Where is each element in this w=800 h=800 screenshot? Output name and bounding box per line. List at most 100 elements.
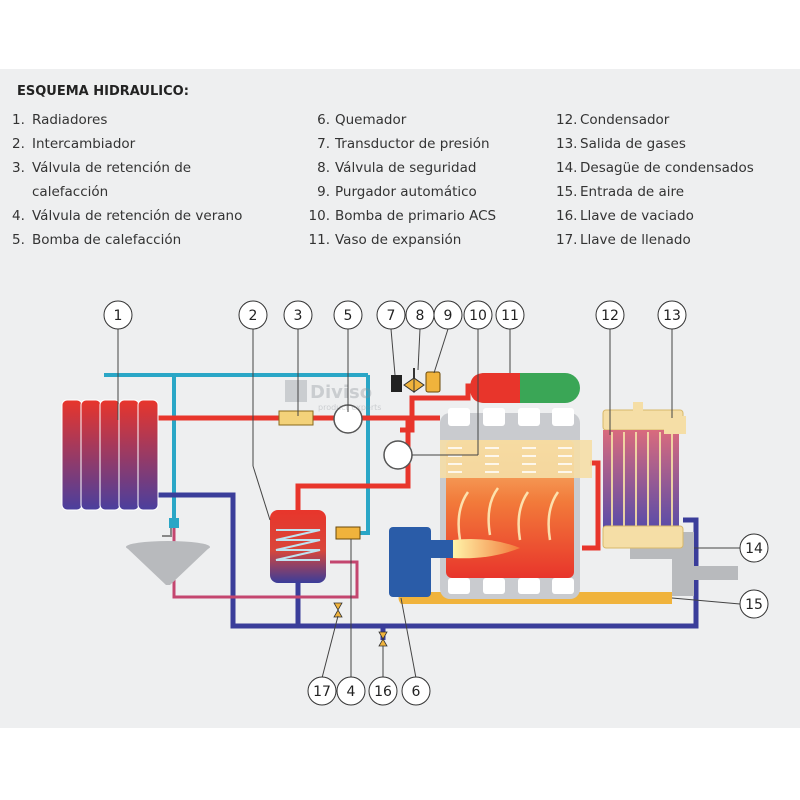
callout-10-text: 10 bbox=[469, 308, 487, 324]
legend-label: Condensador bbox=[580, 112, 670, 128]
legend-label: Quemador bbox=[335, 112, 407, 128]
legend-label: Intercambiador bbox=[32, 136, 136, 152]
legend-item: 12.Condensador bbox=[556, 108, 796, 132]
callout-5-text: 5 bbox=[344, 308, 353, 324]
legend-label: Llave de llenado bbox=[580, 232, 691, 248]
legend-label: Desagüe de condensados bbox=[580, 160, 754, 176]
callout-8: 8 bbox=[405, 300, 435, 330]
legend-label: Transductor de presión bbox=[335, 136, 490, 152]
watermark-brand: Diviso bbox=[310, 382, 372, 403]
legend-item: 9.Purgador automático bbox=[308, 180, 548, 204]
callout-5: 5 bbox=[333, 300, 363, 330]
watermark: Diviso product experts bbox=[285, 380, 381, 412]
callout-7: 7 bbox=[376, 300, 406, 330]
heating-check-valve bbox=[278, 410, 314, 426]
callout-4-text: 4 bbox=[347, 684, 356, 700]
fill-pipes bbox=[172, 528, 359, 599]
legend-label: Purgador automático bbox=[335, 184, 477, 200]
callout-16-text: 16 bbox=[374, 684, 392, 700]
legend-number: 6. bbox=[317, 112, 330, 128]
legend-label: Entrada de aire bbox=[580, 184, 685, 200]
burner bbox=[389, 527, 520, 597]
legend-number: 8. bbox=[317, 160, 330, 176]
callout-12: 12 bbox=[595, 300, 625, 330]
callout-2: 2 bbox=[238, 300, 268, 330]
expansion-vessel-water-side bbox=[470, 373, 520, 403]
legend-column-3: 12.Condensador 13.Salida de gases 14.Des… bbox=[556, 108, 796, 252]
legend-item: 13.Salida de gases bbox=[556, 132, 796, 156]
callout-8-text: 8 bbox=[416, 308, 425, 324]
callout-1: 1 bbox=[103, 300, 133, 330]
callout-10: 10 bbox=[463, 300, 493, 330]
callout-1-text: 1 bbox=[114, 308, 123, 324]
legend-number: 13. bbox=[556, 136, 578, 152]
callout-12-text: 12 bbox=[601, 308, 619, 324]
legend-column-2: 6. Quemador 7. Transductor de presión 8. Vá… bbox=[308, 108, 548, 252]
callout-4: 4 bbox=[336, 676, 366, 706]
callout-17: 17 bbox=[307, 676, 337, 706]
callout-3-text: 3 bbox=[294, 308, 303, 324]
callout-14-text: 14 bbox=[745, 541, 763, 557]
condenser bbox=[602, 402, 684, 549]
pressure-transducer bbox=[391, 375, 402, 392]
legend-item: 4.Válvula de retención de verano bbox=[12, 204, 252, 228]
legend-number: 16. bbox=[556, 208, 578, 224]
callout-7-text: 7 bbox=[387, 308, 396, 324]
heat-exchanger bbox=[270, 510, 326, 583]
legend-number: 3. bbox=[12, 160, 25, 176]
legend-item: 8. Válvula de seguridad bbox=[308, 156, 548, 180]
legend-item: 10.Bomba de primario ACS bbox=[308, 204, 548, 228]
watermark-tagline: product experts bbox=[318, 403, 381, 412]
legend-number: 11. bbox=[308, 232, 330, 248]
legend-label: Bomba de primario ACS bbox=[335, 208, 497, 224]
legend-label: Radiadores bbox=[32, 112, 108, 128]
legend-item: 1. Radiadores bbox=[12, 108, 252, 132]
callout-13-text: 13 bbox=[663, 308, 681, 324]
legend-item: 14.Desagüe de condensados bbox=[556, 156, 796, 180]
legend-label: Válvula de seguridad bbox=[335, 160, 477, 176]
tap-and-basin bbox=[126, 518, 210, 585]
fill-valve bbox=[333, 602, 343, 618]
legend-number: 5. bbox=[12, 232, 25, 248]
safety-valve bbox=[403, 368, 425, 393]
legend-number: 17. bbox=[556, 232, 578, 248]
dhw-primary-pump bbox=[383, 440, 413, 470]
callout-16: 16 bbox=[368, 676, 398, 706]
legend-number: 2. bbox=[12, 136, 25, 152]
callout-9: 9 bbox=[433, 300, 463, 330]
callout-9-text: 9 bbox=[444, 308, 453, 324]
legend-item: 15.Entrada de aire bbox=[556, 180, 796, 204]
callout-14: 14 bbox=[739, 533, 769, 563]
callout-11: 11 bbox=[495, 300, 525, 330]
legend-item: 16.Llave de vaciado bbox=[556, 204, 796, 228]
legend-item: 7. Transductor de presión bbox=[308, 132, 548, 156]
callout-6: 6 bbox=[401, 676, 431, 706]
boiler-body bbox=[440, 408, 592, 599]
callout-17-text: 17 bbox=[313, 684, 331, 700]
callout-6-text: 6 bbox=[412, 684, 421, 700]
legend-item: 6. Quemador bbox=[308, 108, 548, 132]
diagram-panel bbox=[0, 69, 800, 728]
legend-label: Válvula de retención de calefacción bbox=[32, 160, 192, 200]
callout-13: 13 bbox=[657, 300, 687, 330]
legend-item: 2. Intercambiador bbox=[12, 132, 252, 156]
legend-item: 3. Válvula de retención de calefacción bbox=[12, 156, 252, 204]
legend-number: 12. bbox=[556, 112, 578, 128]
legend-number: 15. bbox=[556, 184, 578, 200]
legend-column-1: 1. Radiadores 2. Intercambiador 3. Válvula … bbox=[12, 108, 252, 252]
callout-15: 15 bbox=[739, 589, 769, 619]
auto-air-vent bbox=[425, 371, 441, 393]
legend-label: Llave de vaciado bbox=[580, 208, 694, 224]
legend-label: Bomba de calefacción bbox=[32, 232, 182, 248]
callout-3: 3 bbox=[283, 300, 313, 330]
callout-leaders bbox=[117, 328, 741, 679]
legend-number: 7. bbox=[317, 136, 330, 152]
summer-check-valve bbox=[335, 526, 361, 540]
callout-11-text: 11 bbox=[501, 308, 519, 324]
drain-valve bbox=[378, 631, 388, 647]
legend-item: 17.Llave de llenado bbox=[556, 228, 796, 252]
legend-number: 4. bbox=[12, 208, 25, 224]
legend-item: 5. Bomba de calefacción bbox=[12, 228, 252, 252]
legend-number: 1. bbox=[12, 112, 25, 128]
